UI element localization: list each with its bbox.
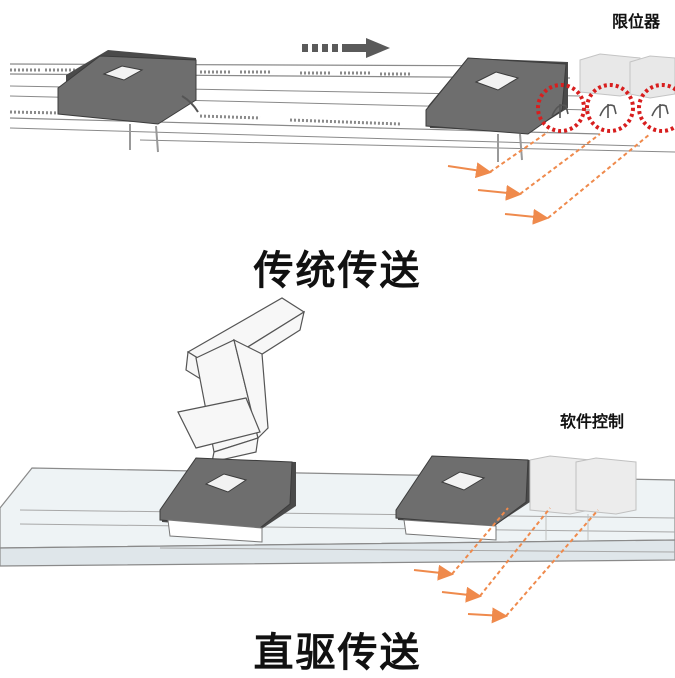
mover-right	[395, 455, 530, 541]
direction-arrow	[302, 38, 390, 58]
signal-arrows-bottom	[413, 507, 599, 624]
direct-drive-title: 直驱传送	[253, 630, 422, 676]
gantry-arm	[177, 297, 306, 463]
software-control-label: 软件控制	[560, 412, 625, 431]
limiter-label: 限位器	[612, 12, 661, 31]
traditional-conveyor-illustration	[9, 38, 675, 225]
limiter-devices	[551, 104, 669, 118]
mover-left	[159, 457, 296, 543]
carriage-right	[425, 57, 568, 162]
limiter-circles	[536, 83, 675, 133]
signal-arrows-top	[447, 131, 651, 225]
ghost-carriages	[579, 53, 675, 99]
ghost-movers	[529, 455, 637, 540]
carriage-left	[57, 50, 199, 153]
direct-drive-illustration	[0, 297, 675, 624]
traditional-conveyor-title: 传统传送	[253, 248, 422, 294]
